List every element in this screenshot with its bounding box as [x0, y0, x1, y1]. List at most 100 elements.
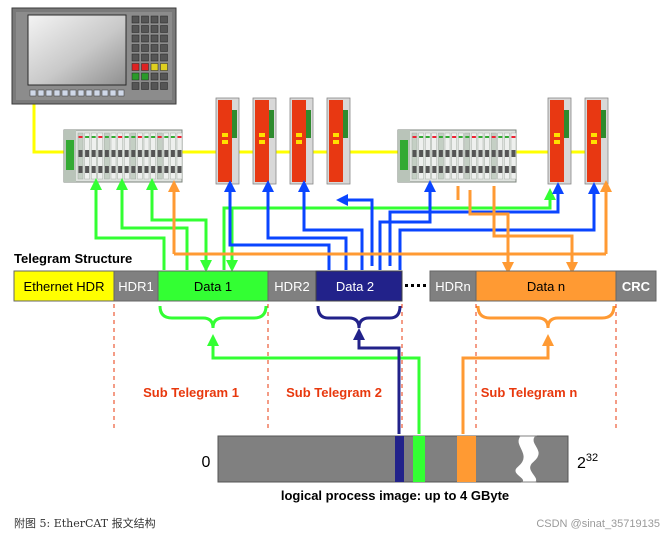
terminal-led [78, 136, 83, 138]
terminal-contact [445, 150, 450, 157]
process-image-break [514, 435, 540, 483]
terminal-led [485, 136, 490, 138]
brace-datan [476, 305, 616, 329]
terminal-contact [85, 150, 90, 157]
terminal-contact [419, 150, 424, 157]
process-image-data1-slot [413, 436, 425, 482]
panel-pc-function-key [77, 89, 85, 97]
process-image-start-label: 0 [202, 454, 211, 471]
terminal-contact [465, 150, 470, 157]
terminal-contact [425, 166, 430, 173]
panel-pc-function-key [69, 89, 77, 97]
terminal-contact [104, 150, 109, 157]
terminal-contact [412, 166, 417, 173]
terminal-led [137, 136, 142, 138]
terminal-contact [491, 166, 496, 173]
panel-pc-key [131, 72, 140, 81]
panel-pc-key [150, 53, 159, 62]
terminal-contact [511, 166, 516, 173]
terminal-contact [471, 166, 476, 173]
figure-caption: 附图 5: EtherCAT 报文结构 [14, 516, 156, 530]
terminal-contact [412, 150, 417, 157]
terminal-contact [157, 166, 162, 173]
terminal-led [491, 136, 496, 138]
sub-telegram-2-label: Sub Telegram 2 [286, 385, 382, 400]
panel-pc-key [141, 63, 149, 71]
terminal-led [445, 136, 450, 138]
terminal-led [511, 136, 516, 138]
terminal-contact [438, 150, 443, 157]
panel-pc-key [141, 25, 149, 33]
terminal-contact [478, 166, 483, 173]
terminal-contact [111, 166, 116, 173]
device-side-strip [601, 110, 606, 138]
terminal-contact [91, 166, 96, 173]
sub-telegram-1-label: Sub Telegram 1 [143, 385, 239, 400]
segment-hdrn [429, 270, 477, 302]
bus-terminal-block-1 [63, 129, 183, 183]
terminal-contact [491, 150, 496, 157]
panel-pc-key [141, 82, 149, 90]
device-led [296, 140, 302, 144]
blue-mapping-arrows [224, 180, 600, 270]
terminal-led [144, 136, 149, 138]
terminal-led [471, 136, 476, 138]
terminal-contact [504, 166, 509, 173]
terminal-led [124, 136, 129, 138]
segment-hdrn-label: HDRn [435, 279, 470, 294]
terminal-contact [465, 166, 470, 173]
panel-pc-key [160, 63, 168, 71]
terminal-contact [170, 166, 175, 173]
terminal-contact [485, 150, 490, 157]
panel-pc-key [150, 82, 159, 90]
panel-pc-key [131, 25, 140, 33]
brace-data2 [316, 305, 402, 329]
device-led [222, 140, 228, 144]
terminal-led [419, 136, 424, 138]
process-image-caption: logical process image: up to 4 GByte [281, 488, 509, 503]
panel-pc-function-key [37, 89, 45, 97]
telegram-structure-title: Telegram Structure [14, 251, 132, 266]
coupler-status-strip [400, 140, 408, 170]
device-led [591, 140, 597, 144]
panel-pc-key [141, 15, 149, 24]
terminal-led [498, 136, 503, 138]
terminal-contact [458, 166, 463, 173]
terminal-contact [177, 166, 182, 173]
panel-pc-key [150, 15, 159, 24]
panel-pc-key [150, 25, 159, 33]
panel-pc-key [160, 72, 168, 81]
terminal-led [157, 136, 162, 138]
terminal-contact [98, 166, 103, 173]
terminal-contact [478, 150, 483, 157]
process-image-bar [217, 435, 569, 483]
terminal-contact [438, 166, 443, 173]
panel-pc-function-key [101, 89, 109, 97]
orange-mapping-arrows [168, 180, 612, 274]
segment-datan-label: Data n [527, 279, 565, 294]
terminal-contact [98, 150, 103, 157]
device-led [259, 140, 265, 144]
terminal-contact [445, 166, 450, 173]
device-side-strip [306, 110, 311, 138]
terminal-led [151, 136, 156, 138]
panel-pc [11, 7, 177, 105]
terminal-led [504, 136, 509, 138]
terminal-contact [137, 166, 142, 173]
terminal-led [164, 136, 169, 138]
terminal-led [177, 136, 182, 138]
terminal-contact [144, 150, 149, 157]
terminal-led [412, 136, 417, 138]
terminal-contact [118, 150, 123, 157]
ethernet-bus-line [32, 104, 585, 154]
terminal-contact [471, 150, 476, 157]
panel-pc-key [131, 82, 140, 90]
logical-process-image [217, 435, 569, 483]
terminal-contact [157, 150, 162, 157]
terminal-contact [498, 150, 503, 157]
terminal-contact [452, 150, 457, 157]
terminal-contact [151, 150, 156, 157]
segment-ethernet-hdr-label: Ethernet HDR [24, 279, 105, 294]
panel-pc-key [150, 34, 159, 43]
terminal-led [131, 136, 136, 138]
